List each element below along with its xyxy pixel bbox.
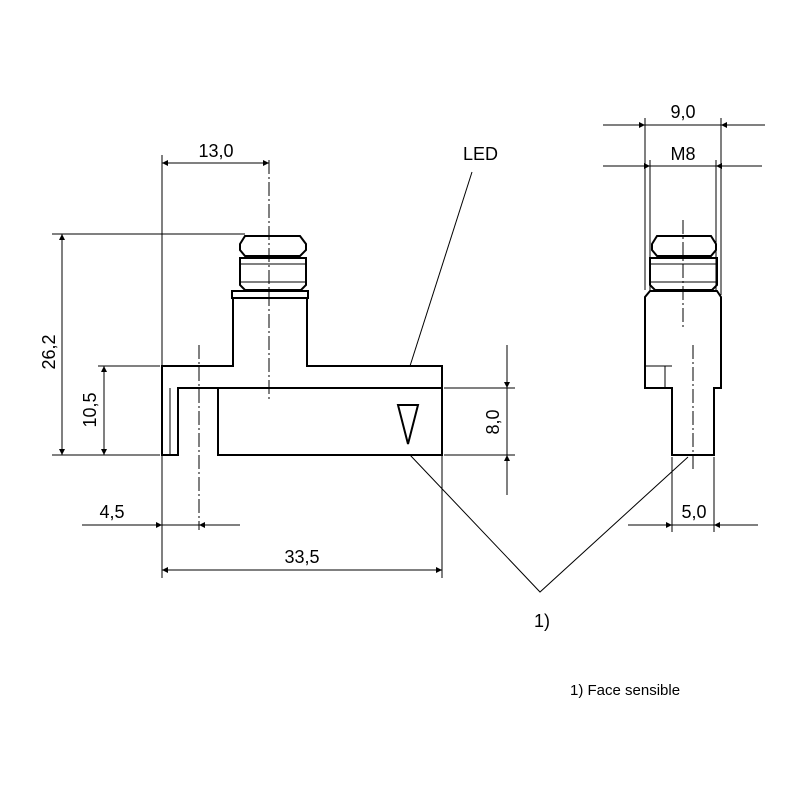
dim-slot-width-label: 4,5 — [99, 502, 124, 522]
dim-side-thickness-label: 5,0 — [681, 502, 706, 522]
dim-side-width-label: 9,0 — [670, 102, 695, 122]
front-connector-knurl — [239, 257, 307, 291]
footnote-text: 1) Face sensible — [570, 682, 680, 699]
dim-connector-width: 13,0 — [162, 141, 269, 166]
led-triangle — [396, 404, 420, 445]
dim-side-thickness: 5,0 — [628, 502, 758, 528]
dim-side-width: 9,0 — [603, 102, 765, 128]
dim-total-height: 26,2 — [39, 234, 65, 455]
led-callout: LED — [409, 144, 498, 367]
dim-total-length-label: 33,5 — [284, 547, 319, 567]
front-extension-lines — [52, 155, 515, 578]
dim-slot-width: 4,5 — [82, 502, 240, 528]
side-view — [644, 220, 722, 470]
dim-total-length: 33,5 — [162, 547, 442, 573]
led-label: LED — [463, 144, 498, 164]
dim-thread: M8 — [603, 144, 762, 169]
side-extension-lines — [644, 118, 722, 532]
dim-face-height: 8,0 — [483, 345, 510, 495]
footnote-marker: 1) — [534, 611, 550, 631]
front-view — [161, 160, 443, 530]
side-connector-nut — [651, 235, 717, 257]
dim-body-height: 10,5 — [80, 366, 107, 455]
side-housing — [644, 290, 722, 456]
dim-connector-width-label: 13,0 — [198, 141, 233, 161]
face-sensible-callout: 1) — [409, 454, 689, 631]
front-connector-base — [231, 290, 309, 299]
dim-face-height-label: 8,0 — [483, 409, 503, 434]
front-housing — [161, 298, 443, 456]
dim-thread-label: M8 — [670, 144, 695, 164]
front-connector-nut — [239, 235, 307, 257]
dim-body-height-label: 10,5 — [80, 392, 100, 427]
dim-total-height-label: 26,2 — [39, 334, 59, 369]
